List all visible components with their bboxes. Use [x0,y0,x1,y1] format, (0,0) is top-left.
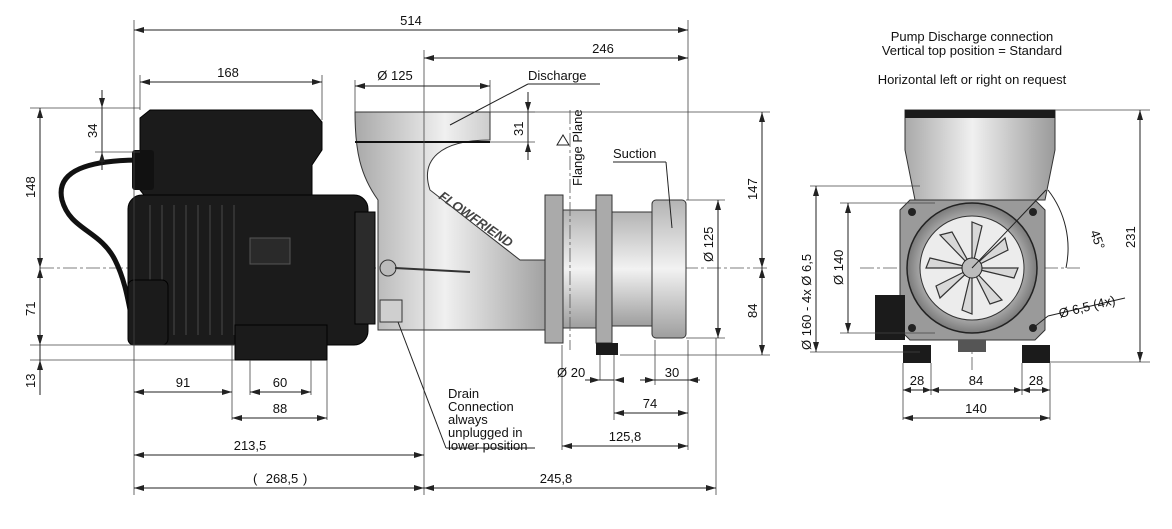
dim-discharge-diameter-label: Ø 125 [377,68,412,83]
suction-connection [651,199,687,339]
dim-motor-height-lower-label: 71 [23,302,38,316]
motor-flange [354,211,376,325]
dim-213-5-label: 213,5 [234,438,267,453]
front-foot-left [903,345,931,363]
front-note-line-1: Pump Discharge connection [891,29,1054,44]
dim-60-label: 60 [273,375,287,390]
suction-flange [595,194,613,344]
dim-30-label: 30 [665,365,679,380]
front-foot-right [1022,345,1050,363]
drain-note-line-3: always [448,412,488,427]
front-note-line-3: Horizontal left or right on request [878,72,1067,87]
front-note-line-2: Vertical top position = Standard [882,43,1062,58]
dim-motor-box-length-label: 168 [217,65,239,80]
pump-neck [562,209,602,329]
dim-foot-center-label: 84 [969,373,983,388]
front-view: Pump Discharge connection Vertical top p… [799,29,1150,421]
drain-leader [397,321,447,449]
pump-flange [544,194,564,344]
dim-motor-height-upper-label: 148 [23,176,38,198]
suction-pipe [611,211,657,327]
cable-gland [132,150,154,190]
dim-suction-height-upper-label: 147 [745,178,760,200]
dim-discharge-offset-label: 246 [592,41,614,56]
dim-91-label: 91 [176,375,190,390]
front-discharge-housing [904,109,1056,201]
dim-flange-height-label: 31 [511,122,526,136]
dim-125-8-label: 125,8 [609,429,642,444]
drain-note-line-1: Drain [448,386,479,401]
dim-hole-spec-label: Ø 6,5 (4x) [1057,292,1117,321]
pump-foot [596,343,618,355]
dim-suction-diameter-label: Ø 125 [701,227,716,262]
drain-note-line-4: unplugged in [448,425,522,440]
dim-angle-arc [1047,189,1069,269]
power-cable [58,157,141,321]
motor-cooling-fins [149,205,235,335]
flange-plane-symbol [556,134,570,146]
dim-268-5-label: 268,5 [266,471,299,486]
rating-plate [249,237,291,265]
dim-268-5-paren-close: ) [303,471,307,486]
front-drain [958,340,986,352]
dim-inner-diameter-label: Ø 140 [831,250,846,285]
discharge-elbow [354,111,556,331]
drain-note-line-2: Connection [448,399,514,414]
front-discharge-flange [905,110,1055,118]
dim-268-5-paren-open: ( [253,471,258,486]
suction-label: Suction [613,146,656,161]
dim-foot-height-label: 13 [23,374,38,388]
vent-lever [394,267,471,273]
terminal-box [139,109,323,201]
front-electric-box [875,295,905,340]
motor-foot [234,324,328,361]
dim-angle-label: 45° [1087,228,1108,252]
flange-plane-label: Flange Plane [570,109,585,186]
dim-bolt-circle-label: Ø 160 - 4x Ø 6,5 [799,254,814,350]
side-view: FLOWFRIEND [40,109,770,361]
vent-screw [379,259,397,277]
dim-foot-left-label: 28 [910,373,924,388]
dim-drain-diameter-label: Ø 20 [557,365,585,380]
drain-note-line-5: lower position [448,438,528,453]
dim-245-8-label: 245,8 [540,471,573,486]
drain-connection [379,299,403,323]
dim-overall-length-label: 514 [400,13,422,28]
discharge-label: Discharge [528,68,587,83]
dim-foot-right-label: 28 [1029,373,1043,388]
dim-88-label: 88 [273,401,287,416]
dim-base-width-label: 140 [965,401,987,416]
front-impeller-vanes [925,221,1019,315]
dim-box-height-label: 34 [85,124,100,138]
dim-suction-height-lower-label: 84 [745,304,760,318]
side-view-dimensions: 514 246 168 Ø 125 Discharge 31 Flange Pl… [23,13,770,495]
dim-74-label: 74 [643,396,657,411]
dim-front-height-label: 231 [1123,226,1138,248]
